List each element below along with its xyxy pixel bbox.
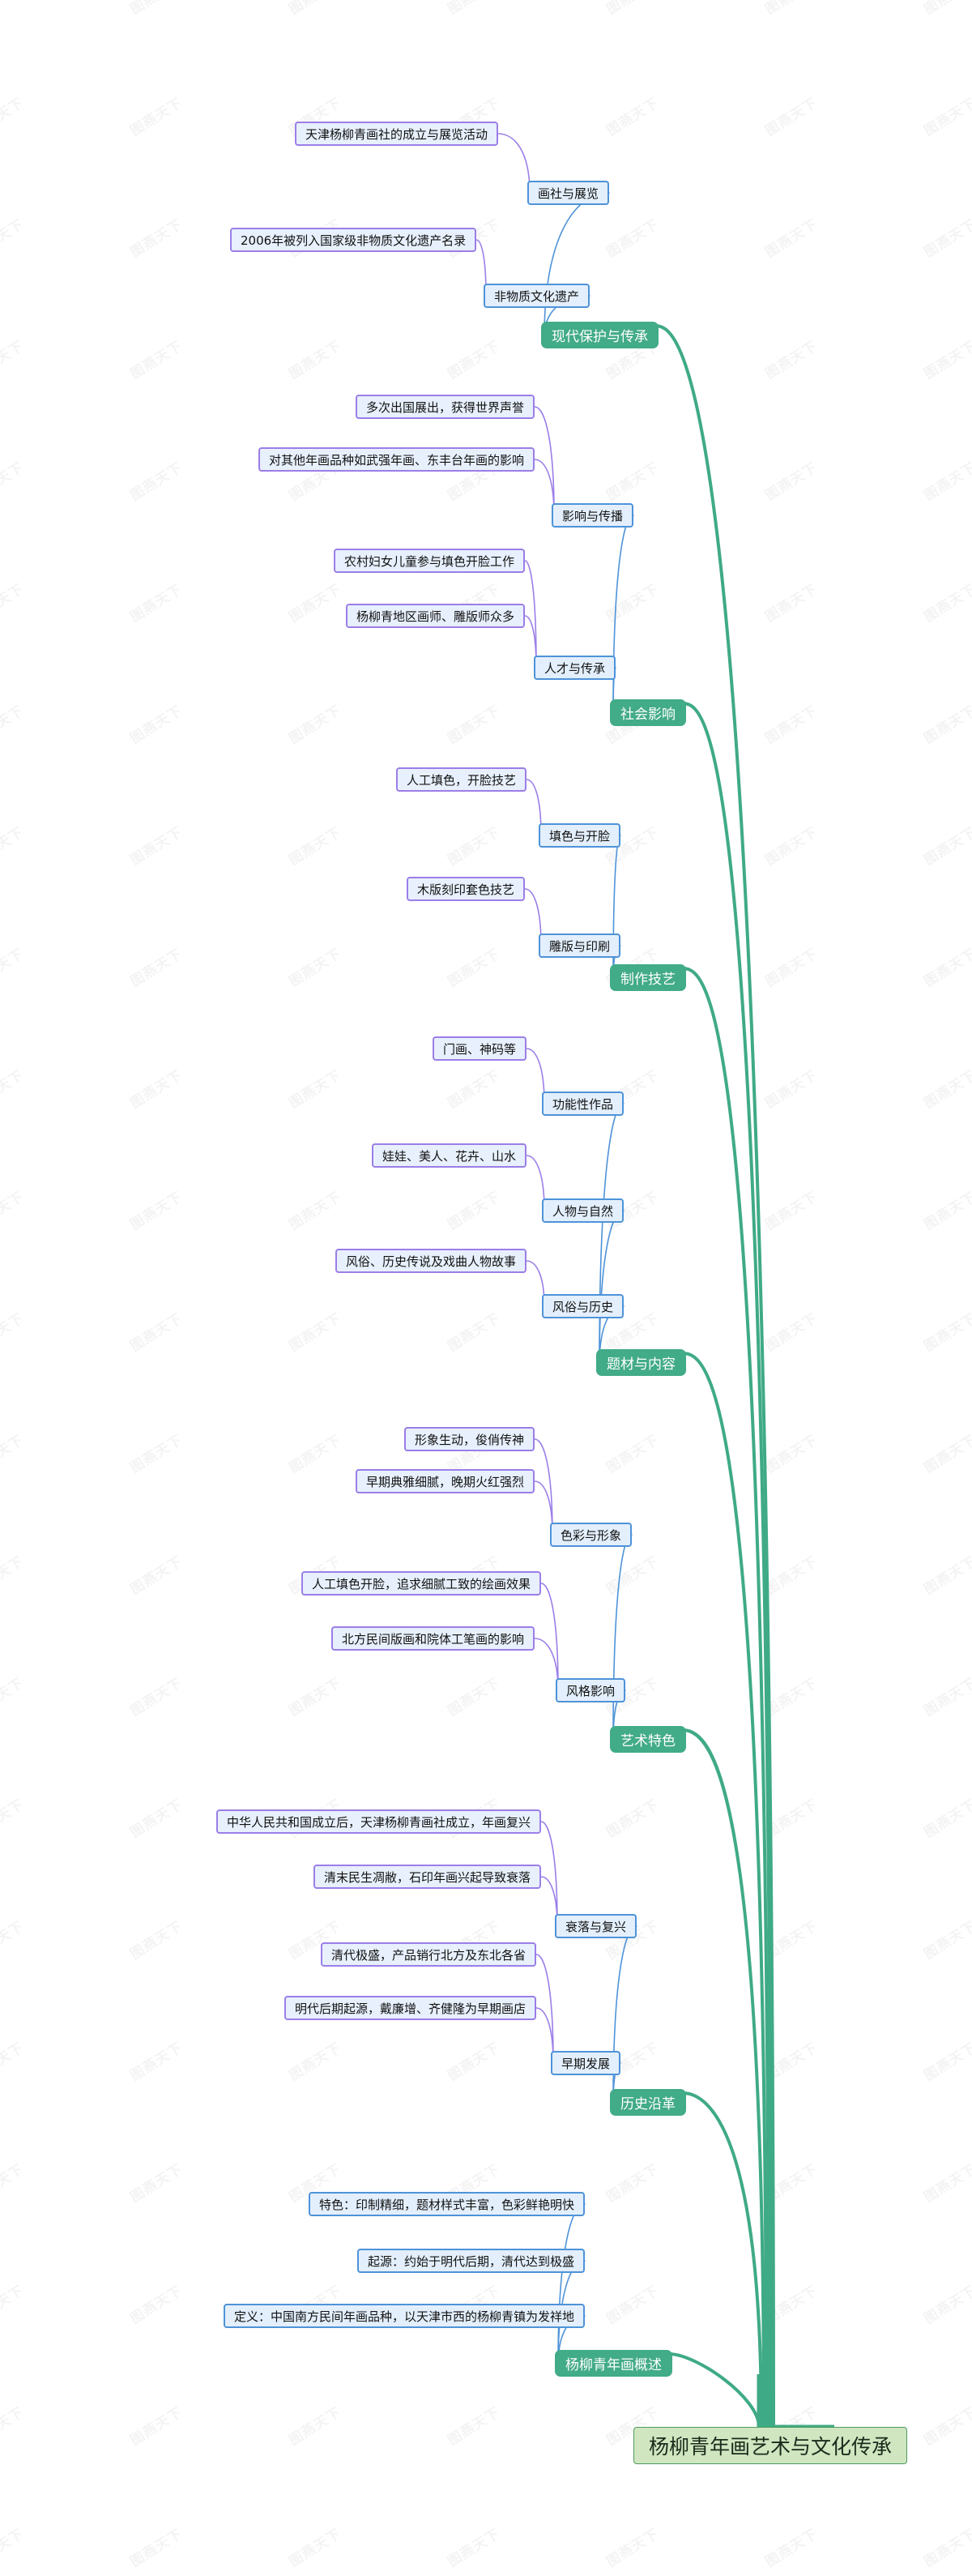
leaf-node-ming-origin-shops[interactable]: 明代后期起源，戴廉增、齐健隆为早期画店 xyxy=(284,1996,537,2020)
branch-node-historical-evolution[interactable]: 历史沿革 xyxy=(610,2089,686,2116)
subnode-early-development[interactable]: 早期发展 xyxy=(551,2051,621,2075)
subnode-functional-works[interactable]: 功能性作品 xyxy=(542,1091,625,1116)
subnode-talent-inheritance[interactable]: 人才与传承 xyxy=(534,656,616,680)
subnode-color-filling-face[interactable]: 填色与开脸 xyxy=(539,823,621,848)
subnode-color-image[interactable]: 色彩与形象 xyxy=(550,1523,633,1547)
leaf-node-dolls-beauties[interactable]: 娃娃、美人、花卉、山水 xyxy=(372,1143,527,1168)
subnode-intangible-heritage[interactable]: 非物质文化遗产 xyxy=(484,284,590,308)
subnode-feature[interactable]: 特色：印制精细，题材样式丰富，色彩鲜艳明快 xyxy=(309,2192,586,2216)
subnode-style-influence[interactable]: 风格影响 xyxy=(556,1678,626,1702)
subnode-figures-nature[interactable]: 人物与自然 xyxy=(542,1198,625,1223)
leaf-node-northern-folk-academy[interactable]: 北方民间版画和院体工笔画的影响 xyxy=(331,1626,535,1651)
subnode-studio-exhibition[interactable]: 画社与展览 xyxy=(527,181,610,205)
subnode-custom-history[interactable]: 风俗与历史 xyxy=(542,1294,625,1318)
leaf-node-qing-peak-sales[interactable]: 清代极盛，产品销行北方及东北各省 xyxy=(321,1942,537,1967)
root-node[interactable]: 杨柳青年画艺术与文化传承 xyxy=(633,2427,908,2464)
leaf-node-listed-2006[interactable]: 2006年被列入国家级非物质文化遗产名录 xyxy=(230,228,477,252)
leaf-node-overseas-exhibitions[interactable]: 多次出国展出，获得世界声誉 xyxy=(356,395,535,419)
branch-node-crafting-technique[interactable]: 制作技艺 xyxy=(610,964,686,991)
subnode-influence-spread[interactable]: 影响与传播 xyxy=(552,503,634,528)
subnode-definition[interactable]: 定义：中国南方民间年画品种，以天津市西的杨柳青镇为发祥地 xyxy=(224,2304,586,2328)
subnode-origin[interactable]: 起源：约始于明代后期，清代达到极盛 xyxy=(357,2249,586,2273)
branch-node-overview[interactable]: 杨柳青年画概述 xyxy=(555,2350,672,2377)
leaf-node-rural-women-children[interactable]: 农村妇女儿童参与填色开脸工作 xyxy=(334,549,526,573)
leaf-node-manual-fill-fine-effect[interactable]: 人工填色开脸，追求细腻工致的绘画效果 xyxy=(301,1571,542,1596)
leaf-node-door-paintings[interactable]: 门画、神码等 xyxy=(433,1036,527,1061)
leaf-node-influence-other-prints[interactable]: 对其他年画品种如武强年画、东丰台年画的影响 xyxy=(258,447,535,472)
leaf-node-late-qing-decline[interactable]: 清末民生凋敝，石印年画兴起导致衰落 xyxy=(313,1865,542,1889)
leaf-node-woodblock-overprint[interactable]: 木版刻印套色技艺 xyxy=(407,877,526,901)
leaf-node-early-elegant-late-fiery[interactable]: 早期典雅细腻，晚期火红强烈 xyxy=(356,1469,535,1493)
subnode-carving-printing[interactable]: 雕版与印刷 xyxy=(539,933,621,958)
branch-node-artistic-features[interactable]: 艺术特色 xyxy=(610,1726,686,1753)
branch-node-modern-protection[interactable]: 现代保护与传承 xyxy=(541,322,659,348)
subnode-decline-revival[interactable]: 衰落与复兴 xyxy=(555,1914,637,1938)
leaf-node-tianjin-studio-founding[interactable]: 天津杨柳青画社的成立与展览活动 xyxy=(295,122,499,146)
leaf-node-manual-coloring[interactable]: 人工填色，开脸技艺 xyxy=(396,767,527,792)
branch-node-subject-content[interactable]: 题材与内容 xyxy=(596,1349,686,1376)
leaf-node-prc-founded-revival[interactable]: 中华人民共和国成立后，天津杨柳青画社成立，年画复兴 xyxy=(216,1809,542,1834)
branch-node-social-influence[interactable]: 社会影响 xyxy=(610,699,686,726)
leaf-node-vivid-image[interactable]: 形象生动，俊俏传神 xyxy=(404,1427,535,1451)
leaf-node-folk-legend-opera[interactable]: 风俗、历史传说及戏曲人物故事 xyxy=(335,1249,527,1273)
leaf-node-many-painters-carvers[interactable]: 杨柳青地区画师、雕版师众多 xyxy=(346,604,526,628)
